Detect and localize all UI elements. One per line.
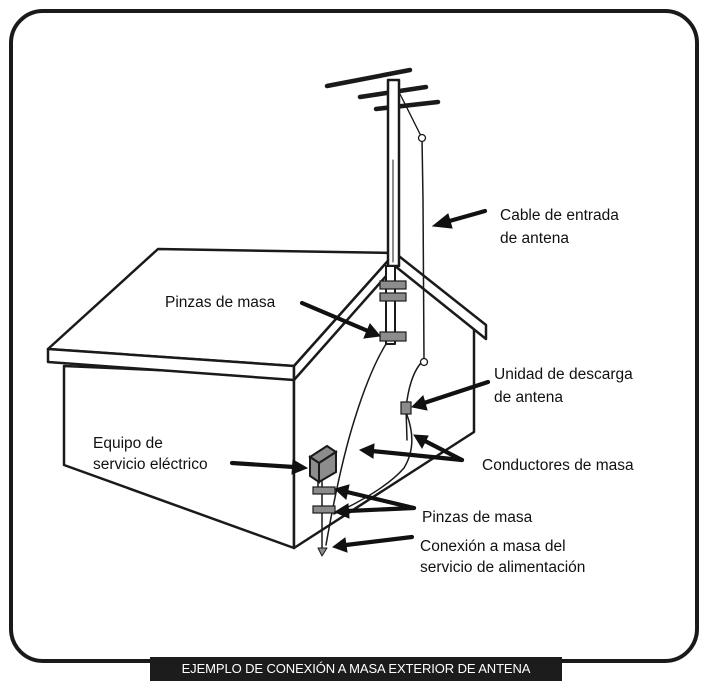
cable-standoff-top: [417, 133, 427, 143]
mast-clamp-2: [379, 292, 407, 302]
callout-arrows: [229, 208, 491, 553]
mast-clamp-3: [379, 331, 407, 342]
antenna-support-wire-2: [401, 97, 423, 139]
label-service-line2: servicio eléctrico: [93, 456, 208, 473]
label-discharge-line2: de antena: [494, 389, 563, 406]
arrow-cable-head: [431, 213, 453, 229]
arrow-conductor-2-head: [413, 434, 429, 450]
label-conductors: Conductores de masa: [482, 457, 634, 474]
service-box: [308, 444, 338, 484]
arrow-conductor-1-head: [358, 443, 375, 459]
diagram-caption: EJEMPLO DE CONEXIÓN A MASA EXTERIOR DE A…: [150, 657, 562, 681]
arrow-clamp-rod-2-head: [333, 503, 350, 519]
discharge-unit: [400, 401, 412, 415]
arrow-service-head: [291, 459, 309, 475]
mast-lower: [385, 265, 396, 345]
arrow-clamp-rod-1-head: [333, 484, 350, 500]
label-service-line1: Equipo de: [93, 435, 163, 452]
label-discharge-line1: Unidad de descarga: [494, 366, 633, 383]
rod-clamp-2: [312, 505, 336, 514]
label-cable-line2: de antena: [500, 230, 569, 247]
antenna-elements: [324, 67, 441, 112]
cable-standoff-bottom: [419, 357, 429, 367]
label-clamps-bottom: Pinzas de masa: [422, 509, 533, 526]
ground-conductor-mast: [325, 343, 387, 546]
label-cable-line1: Cable de entrada: [500, 207, 619, 224]
rod-clamp-1: [312, 486, 336, 495]
label-clamps-top: Pinzas de masa: [165, 294, 276, 311]
arrow-discharge-head: [410, 395, 428, 411]
label-power-line2: servicio de alimentación: [420, 559, 586, 576]
ground-rod-tip: [317, 547, 328, 557]
ground-conductor-discharge: [333, 414, 413, 515]
mast-clamp-1: [379, 280, 407, 290]
arrow-power-ground-head: [331, 537, 348, 553]
label-power-line1: Conexión a masa del: [420, 538, 566, 555]
clamps: [312, 280, 412, 514]
arrow-clamps-top-head: [363, 323, 381, 339]
